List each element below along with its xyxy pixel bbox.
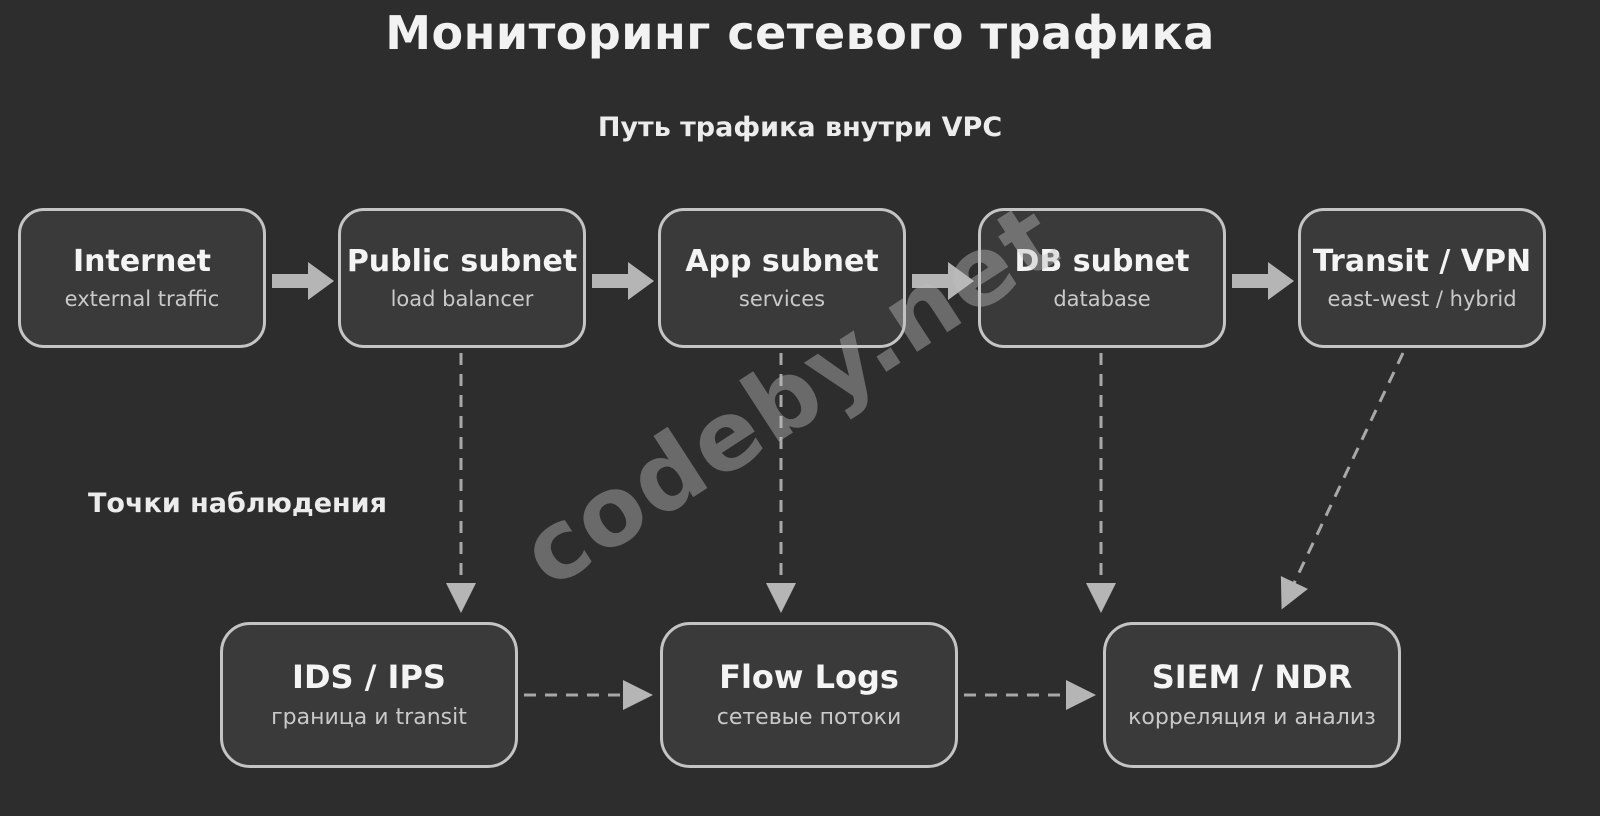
node-subtitle: database [1053, 286, 1151, 311]
node-subtitle: load balancer [390, 286, 534, 311]
diagram-subtitle: Путь трафика внутри VPC [597, 112, 1003, 143]
tap-transit-to-siem [1280, 352, 1405, 610]
node-flow-logs: Flow Logs сетевые потоки [660, 622, 958, 768]
arrow-public-to-app [592, 262, 654, 300]
page-title: Мониторинг сетевого трафика [385, 6, 1215, 60]
node-title: Flow Logs [719, 658, 899, 696]
node-subtitle: сетевые потоки [716, 705, 902, 730]
node-title: Public subnet [346, 243, 578, 279]
node-transit-vpn: Transit / VPN east-west / hybrid [1298, 208, 1546, 348]
node-title: Transit / VPN [1312, 243, 1532, 279]
node-subtitle: external traffic [64, 286, 220, 311]
observation-points-label: Точки наблюдения [88, 488, 387, 519]
arrow-app-to-db [912, 262, 974, 300]
node-subtitle: корреляция и анализ [1128, 705, 1376, 730]
node-title: Internet [72, 243, 212, 279]
node-db-subnet: DB subnet database [978, 208, 1226, 348]
node-public-subnet: Public subnet load balancer [338, 208, 586, 348]
node-title: App subnet [685, 243, 879, 279]
node-siem-ndr: SIEM / NDR корреляция и анализ [1103, 622, 1401, 768]
node-title: DB subnet [1014, 243, 1190, 279]
node-app-subnet: App subnet services [658, 208, 906, 348]
arrow-db-to-transit [1232, 262, 1294, 300]
node-subtitle: services [738, 286, 826, 311]
node-subtitle: граница и transit [271, 705, 467, 730]
node-ids-ips: IDS / IPS граница и transit [220, 622, 518, 768]
node-subtitle: east-west / hybrid [1327, 286, 1517, 311]
node-title: SIEM / NDR [1151, 658, 1353, 696]
node-internet: Internet external traffic [18, 208, 266, 348]
node-title: IDS / IPS [292, 658, 446, 696]
arrow-internet-to-public [272, 262, 334, 300]
